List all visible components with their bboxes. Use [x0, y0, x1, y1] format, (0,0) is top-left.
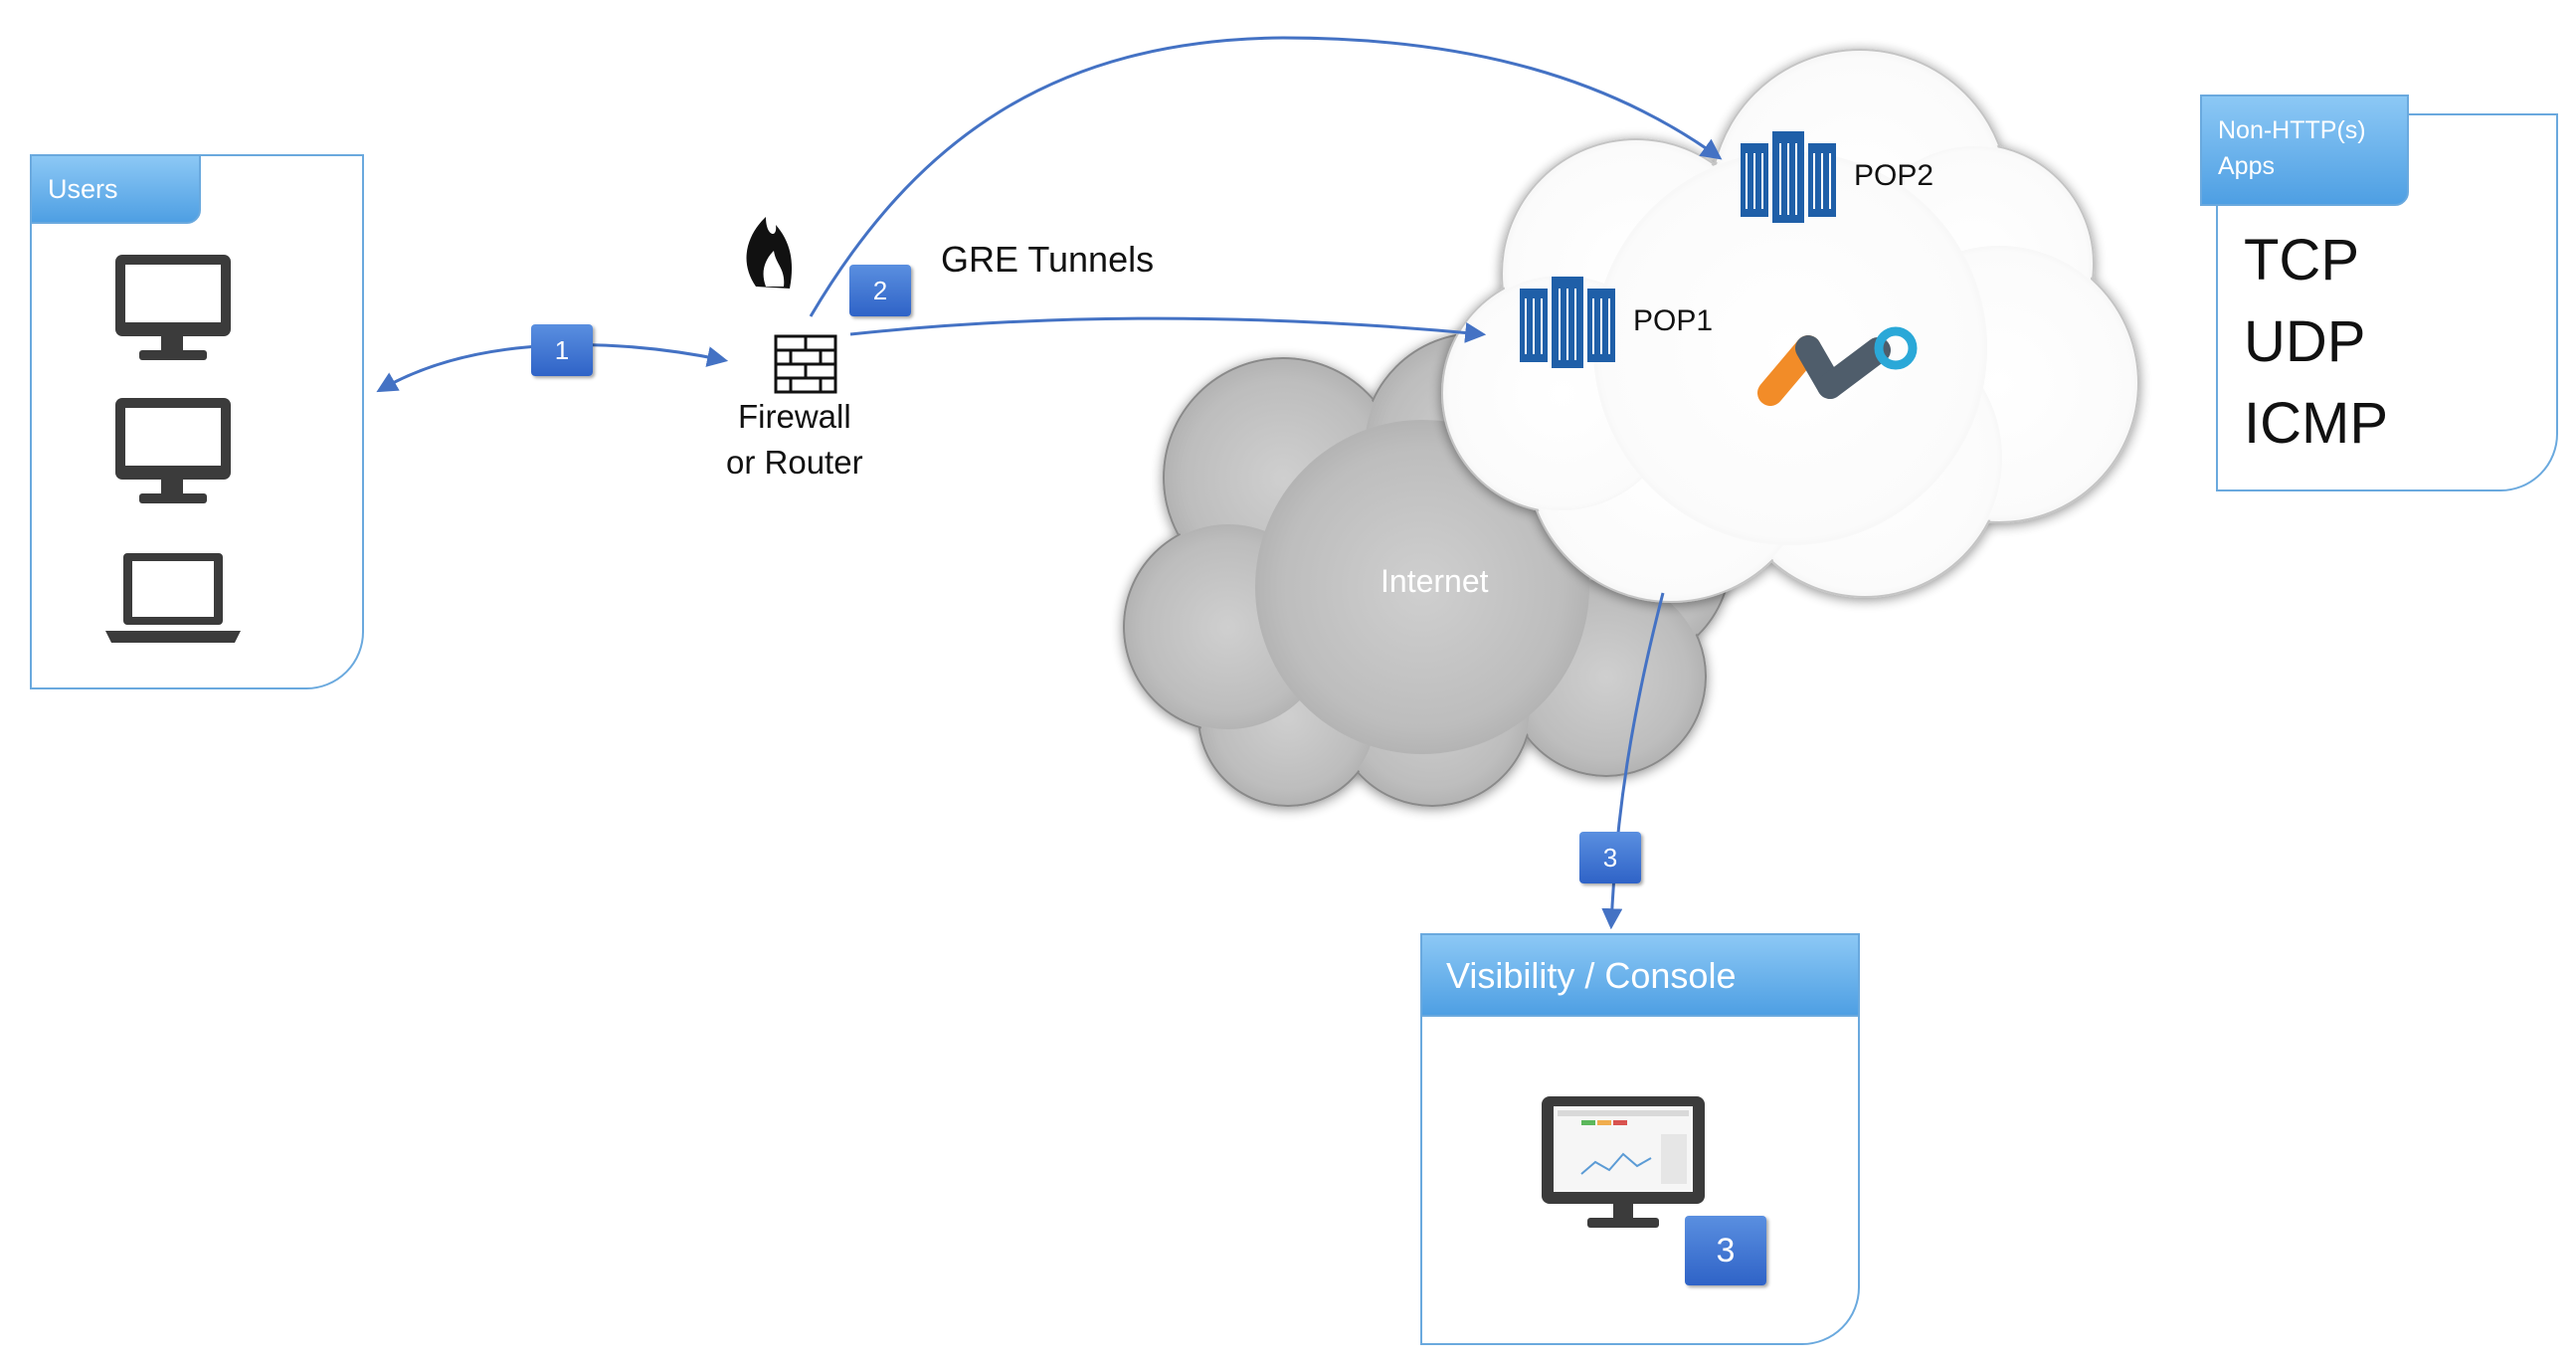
users-title: Users [48, 174, 118, 204]
internet-label: Internet [1380, 563, 1489, 599]
arrow-tunnel-pop2 [809, 36, 1723, 317]
apps-tab: Non-HTTP(s) Apps [2200, 95, 2409, 206]
firewall-label-line1: Firewall [738, 398, 851, 435]
console-step-badge: 3 [1685, 1216, 1766, 1285]
pop1-server-icon [1520, 277, 1615, 368]
console-tab: Visibility / Console [1420, 933, 1860, 1017]
step-3-badge: 3 [1579, 832, 1641, 883]
console-title: Visibility / Console [1446, 955, 1737, 996]
firewall-icon [746, 217, 837, 394]
desktop-icon [115, 398, 231, 503]
apps-title-line2: Apps [2218, 152, 2275, 180]
users-tab: Users [30, 154, 201, 224]
pop2-server-icon [1741, 131, 1836, 223]
console-monitor-icon [1542, 1096, 1705, 1228]
desktop-icon [115, 255, 231, 360]
protocol-icmp: ICMP [2244, 391, 2388, 456]
protocol-udp: UDP [2244, 309, 2366, 374]
apps-title-line1: Non-HTTP(s) [2218, 116, 2366, 144]
protocol-tcp: TCP [2244, 228, 2359, 292]
step-1-badge: 1 [531, 324, 593, 376]
laptop-icon [105, 553, 241, 643]
gre-tunnels-label: GRE Tunnels [941, 239, 1155, 280]
step-2-badge: 2 [849, 265, 911, 316]
pop1-label: POP1 [1633, 304, 1714, 337]
arrow-tunnel-pop1 [849, 316, 1487, 343]
pop2-label: POP2 [1854, 159, 1934, 192]
firewall-label-line2: or Router [726, 444, 863, 481]
provider-logo-icon [1757, 326, 1918, 406]
